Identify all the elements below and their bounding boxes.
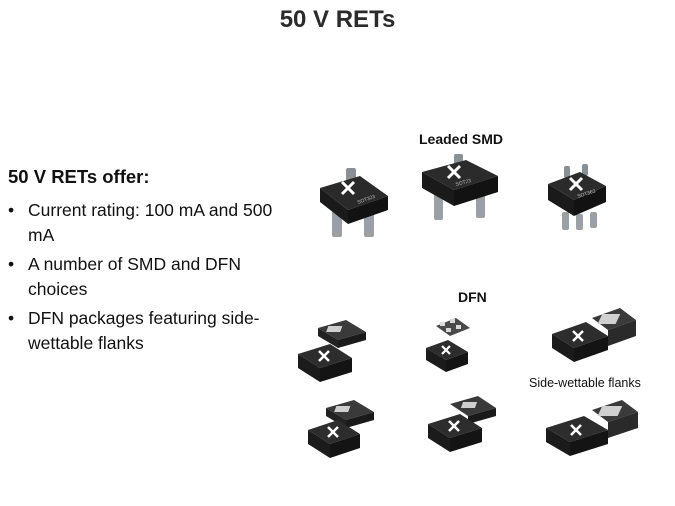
nexperia-x-logo-icon (340, 180, 356, 196)
dfn-label: DFN (458, 289, 487, 305)
sot363-package-image: SOT363 (548, 164, 606, 230)
nexperia-x-logo-icon (570, 424, 582, 436)
nexperia-x-logo-icon (572, 330, 584, 342)
bullet-icon: • (8, 200, 15, 220)
bullet-list: • Current rating: 100 mA and 500 mA • A nu… (8, 198, 298, 360)
dfn-package-image (426, 318, 470, 372)
dfn-package-image (298, 320, 366, 382)
nexperia-x-logo-icon (318, 350, 330, 362)
dfn-package-image (428, 396, 496, 452)
bullet-text: Current rating: 100 mA and 500 mA (28, 200, 273, 245)
nexperia-x-logo-icon (448, 420, 460, 432)
side-wettable-dfn-package-image (552, 308, 636, 362)
leaded-smd-label: Leaded SMD (419, 131, 504, 147)
nexperia-x-logo-icon (441, 345, 451, 355)
side-wettable-dfn-package-image (546, 400, 638, 456)
bullet-item: • Current rating: 100 mA and 500 mA (8, 198, 298, 248)
bullet-text: A number of SMD and DFN choices (28, 254, 241, 299)
package-marking: SOT23 (455, 178, 472, 188)
lead-heading: 50 V RETs offer: (8, 166, 150, 187)
bullet-icon: • (8, 254, 15, 274)
nexperia-x-logo-icon (446, 164, 462, 180)
bullet-icon: • (8, 308, 15, 328)
nexperia-x-logo-icon (568, 176, 584, 192)
side-wettable-label: Side-wettable flanks (529, 376, 641, 390)
package-marking: SOT363 (577, 188, 597, 200)
slide-title: 50 V RETs (279, 6, 396, 33)
sot323-package-image: SOT323 (320, 168, 388, 237)
bullet-text: DFN packages featuring side-wettable fla… (28, 308, 260, 353)
sot23-package-image: SOT23 (422, 154, 498, 220)
bullet-item: • DFN packages featuring side-wettable fl… (8, 306, 298, 356)
bullet-item: • A number of SMD and DFN choices (8, 252, 298, 302)
nexperia-x-logo-icon (327, 426, 339, 438)
dfn-package-image (308, 400, 374, 458)
